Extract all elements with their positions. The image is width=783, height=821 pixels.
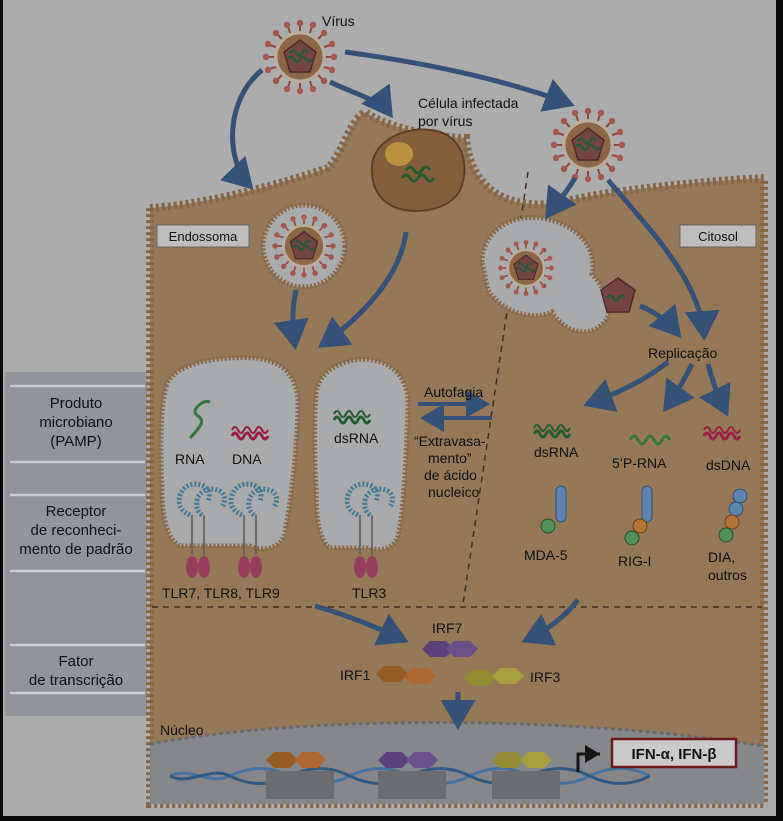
dsrna-cyto-label: dsRNA (534, 444, 579, 460)
p5rna-strand (628, 434, 672, 446)
arrow-virus-to-infected-cell (328, 79, 393, 119)
transcription-start-arrow (576, 745, 600, 772)
tlr3-label: TLR3 (352, 585, 386, 601)
endosome-cytosol-divider (462, 171, 529, 605)
dsdna-strand (702, 431, 742, 441)
infected-cell (370, 128, 466, 212)
arrow-virus-to-membrane (220, 68, 264, 190)
arrow-infected-down (317, 231, 409, 348)
p5rna-label: 5’P-RNA (612, 455, 667, 471)
virus-right (549, 106, 627, 184)
dna-label: DNA (232, 451, 262, 467)
dsdna-label: dsDNA (706, 457, 751, 473)
rigi-receptor (624, 485, 653, 546)
virus-label: Vírus (322, 13, 355, 29)
endosome-vesicle-right (312, 356, 411, 552)
autophagy-label: Autofagia (424, 384, 483, 400)
cytosol-label: Citosol (698, 229, 738, 244)
arrow-capsid-to-replication (639, 303, 682, 338)
dsrna-strand-cyto (532, 429, 572, 439)
arrow-rep-to-dsrna (583, 360, 670, 412)
tlr789-label: TLR7, TLR8, TLR9 (162, 585, 280, 601)
factor-label-2: de transcrição (29, 672, 123, 689)
dna-strand (230, 431, 270, 441)
mda5-receptor (540, 485, 567, 534)
irf7-factor (422, 641, 478, 657)
replication-label: Replicação (648, 345, 717, 361)
dsrna-endo-label: dsRNA (334, 430, 379, 446)
infected-cell-label-1: Célula infectada (418, 95, 519, 111)
side-panel (5, 372, 147, 716)
arrow-rep-to-5prna (663, 362, 695, 413)
dia-label-1: DIA, (708, 549, 735, 565)
rigi-label: RIG-I (618, 553, 651, 569)
receptor-label-2: de reconheci- (31, 522, 122, 539)
promoter-box-3 (492, 752, 560, 799)
ifn-label: IFN-α, IFN-β (631, 746, 716, 763)
dsrna-strand-endo (332, 415, 372, 425)
ifn-box (610, 737, 738, 769)
endosome-vesicle-left (158, 355, 301, 552)
leak-label-3: de ácido (424, 467, 477, 483)
arrow-right-to-replication (606, 178, 720, 341)
receptor-label-1: Receptor (46, 503, 107, 520)
irf1-factor (376, 666, 436, 684)
pamp-label-3: (PAMP) (50, 433, 101, 450)
mda5-label: MDA-5 (524, 547, 568, 563)
dia-receptor (718, 488, 748, 543)
irf3-factor (464, 668, 524, 686)
nucleus-label: Núcleo (160, 722, 204, 738)
arrow-virus-to-right (344, 49, 575, 112)
rna-label: RNA (175, 451, 205, 467)
arrow-right-to-vesicle (545, 176, 578, 220)
arrow-tlr-to-irf (314, 603, 409, 646)
pamp-label-2: microbiano (39, 414, 112, 431)
irf7-label: IRF7 (432, 620, 463, 636)
promoter-box-2 (378, 752, 446, 799)
endosome-label: Endossoma (169, 229, 238, 244)
rna-strand (188, 400, 211, 440)
arrow-rep-to-dsdna (699, 363, 731, 417)
irf1-label: IRF1 (340, 667, 371, 683)
virus-entering (496, 238, 556, 298)
dia-label-2: outros (708, 567, 747, 583)
leak-label-2: mento” (428, 450, 472, 466)
promoter-box-1 (266, 752, 334, 799)
receptor-label-3: mento de padrão (19, 541, 132, 558)
arrow-vesicle-down (273, 289, 309, 350)
irf3-label: IRF3 (530, 669, 561, 685)
leak-label-1: “Extravasa- (414, 433, 486, 449)
virus-in-vesicle (271, 213, 337, 279)
arrow-cytosol-to-irf (521, 598, 580, 646)
virus-top (261, 18, 339, 96)
pamp-label-1: Produto (50, 395, 103, 412)
factor-label-1: Fator (58, 653, 93, 670)
leak-label-4: nucleico (428, 484, 480, 500)
infected-cell-label-2: por vírus (418, 113, 472, 129)
